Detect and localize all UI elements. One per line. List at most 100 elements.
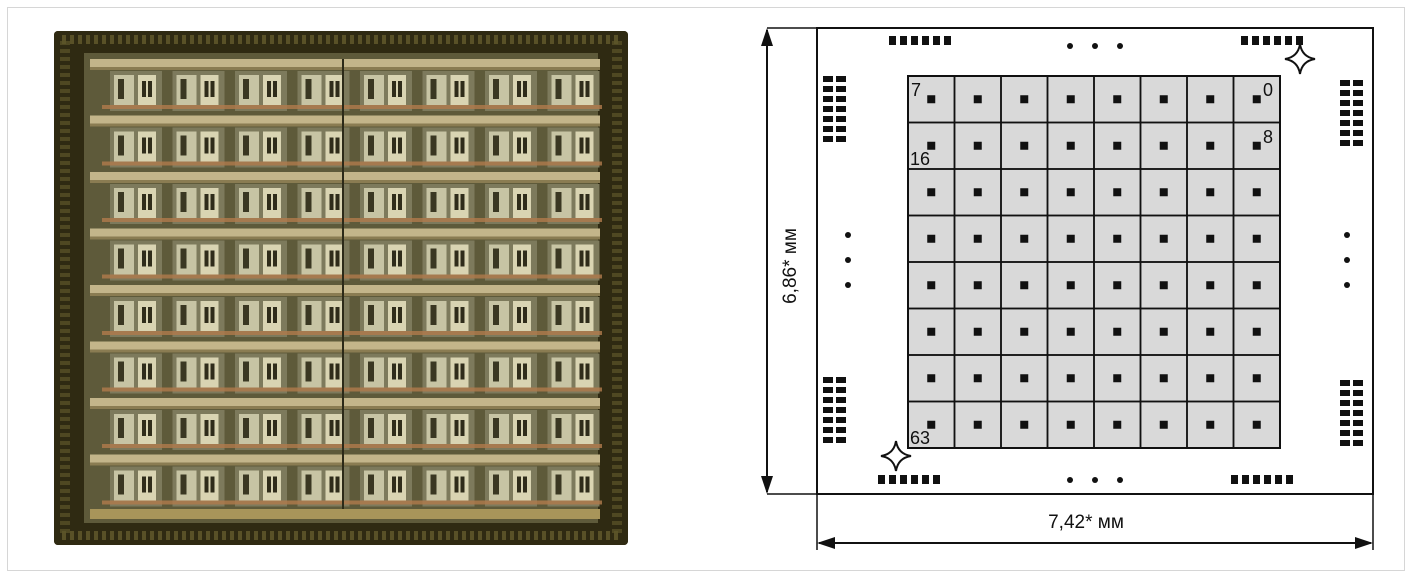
pad [1353,140,1363,146]
pad [889,36,896,45]
pad [1353,410,1363,416]
cell-contact-dot [1252,281,1261,290]
cell-contact-dot [1159,281,1168,290]
cell-contact-dot [1206,420,1215,429]
pad [1264,475,1271,484]
cell-contact-dot [973,420,982,429]
cell-contact-dot [1252,374,1261,383]
marker-dot [845,257,851,263]
pad [836,106,846,112]
cell-contact-dot [1252,141,1261,150]
arrowhead-left-icon [817,537,835,549]
marker-dot [1067,43,1073,49]
pad [836,96,846,102]
cell-contact-dot [1066,95,1075,104]
marker-dot [1092,43,1098,49]
cell-contact-dot [973,95,982,104]
pad [823,106,833,112]
cell-contact-dot [1252,188,1261,197]
pad [836,397,846,403]
pad [836,136,846,142]
arrowhead-down-icon [761,476,773,494]
cell-contact-dot [1066,141,1075,150]
cell-contact-dot [927,281,936,290]
pad [1340,140,1350,146]
alignment-star-icon [880,440,912,472]
cell-contact-dot [927,327,936,336]
marker-dot [1067,477,1073,483]
height-dimension [761,27,817,495]
pad [933,475,940,484]
pad [1340,130,1350,136]
pad [1296,36,1303,45]
pad [823,417,833,423]
pad [1340,400,1350,406]
pad [1353,440,1363,446]
pad [1263,36,1270,45]
cell-label-7: 7 [911,80,921,100]
cell-contact-dot [973,141,982,150]
pad [1340,90,1350,96]
cell-contact-dot [1066,188,1075,197]
pad [823,437,833,443]
marker-dot [845,282,851,288]
cell-contact-dot [1252,420,1261,429]
pad [1353,80,1363,86]
cell-contact-dot [1113,281,1122,290]
pad [823,116,833,122]
pad [823,76,833,82]
cell-contact-dot [1113,234,1122,243]
pad [900,475,907,484]
pad [823,377,833,383]
pad [1340,440,1350,446]
pad [1353,110,1363,116]
pad [836,437,846,443]
pad [1253,475,1260,484]
pad [922,475,929,484]
marker-dot [1092,477,1098,483]
marker-dot [1344,282,1350,288]
die-outline [816,27,1374,495]
height-label: 6,86* мм [780,228,801,304]
cell-contact-dot [1113,188,1122,197]
pad [889,475,896,484]
cell-contact-dot [1206,374,1215,383]
cell-contact-dot [1113,141,1122,150]
cell-label-16: 16 [910,149,930,169]
pad [933,36,940,45]
cell-contact-dot [1159,234,1168,243]
pad [911,36,918,45]
cell-contact-dot [1066,234,1075,243]
pad [1340,120,1350,126]
pad [1242,475,1249,484]
pad [836,407,846,413]
cell-contact-dot [1020,281,1029,290]
pad [836,76,846,82]
pad [836,86,846,92]
cell-contact-dot [1020,374,1029,383]
cell-contact-dot [1206,95,1215,104]
pad [1340,110,1350,116]
pad [1353,390,1363,396]
cell-contact-dot [1159,141,1168,150]
cell-contact-dot [973,234,982,243]
pad [836,126,846,132]
marker-dot [1344,257,1350,263]
marker-dot [1117,477,1123,483]
pad [1353,400,1363,406]
pad [823,126,833,132]
cell-contact-dot [1113,374,1122,383]
cell-contact-dot [1066,327,1075,336]
cell-contact-dot [927,374,936,383]
cell-contact-dot [973,327,982,336]
pad [1340,420,1350,426]
cell-contact-dot [1020,95,1029,104]
cell-contact-dot [1159,95,1168,104]
pad [1353,120,1363,126]
alignment-star-icon [1284,43,1316,75]
die-photo-image [54,31,628,545]
pad [911,475,918,484]
pad [836,427,846,433]
pad [1353,90,1363,96]
pad [1353,430,1363,436]
